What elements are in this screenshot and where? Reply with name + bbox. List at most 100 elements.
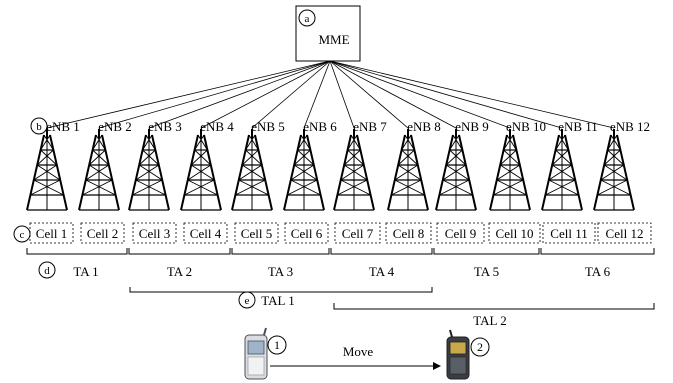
- marker-2: [470, 337, 490, 357]
- mme-link-12: [329, 60, 615, 129]
- cell-label-9: Cell 9: [445, 226, 476, 241]
- cell-label-12: Cell 12: [606, 226, 644, 241]
- ta-bracket-1: [26, 248, 128, 255]
- marker-e: [238, 291, 256, 309]
- enb-tower-icon: [283, 129, 325, 211]
- marker-2-label: 2: [477, 340, 483, 354]
- mme-node: a MME: [295, 5, 361, 62]
- cell-box-4: [183, 222, 228, 244]
- phone-icon: [446, 329, 470, 380]
- mme-link-6: [303, 60, 331, 129]
- marker-c: [13, 225, 31, 243]
- cell-label-6: Cell 6: [291, 226, 323, 241]
- mme-link-1: [46, 60, 331, 129]
- enb-tower-icon: [489, 129, 531, 211]
- enb-tower-icon: [387, 129, 429, 211]
- ta-label-2: TA 2: [167, 264, 192, 279]
- enb-tower-icon: [180, 129, 222, 211]
- enb-tower-icon: [26, 129, 68, 211]
- enb-label-6: eNB 6: [303, 119, 337, 134]
- cell-label-3: Cell 3: [139, 226, 170, 241]
- cell-box-8: [385, 222, 432, 244]
- marker-d-label: d: [44, 265, 50, 277]
- ta-bracket-4: [330, 248, 433, 255]
- cell-label-1: Cell 1: [36, 226, 67, 241]
- enb-label-5: eNB 5: [251, 119, 285, 134]
- cell-label-4: Cell 4: [190, 226, 222, 241]
- enb-tower-icon: [231, 129, 273, 211]
- enb-label-8: eNB 8: [407, 119, 441, 134]
- cell-box-9: [436, 222, 485, 244]
- enb-tower-icon: [128, 129, 170, 211]
- cell-label-8: Cell 8: [393, 226, 424, 241]
- tal-1-bracket: e TAL 1: [129, 287, 433, 309]
- ta-label-5: TA 5: [474, 264, 499, 279]
- ta-label-1: TA 1: [73, 264, 98, 279]
- ta-label-3: TA 3: [268, 264, 293, 279]
- enb-label-4: eNB 4: [200, 119, 234, 134]
- cell-box-5: [234, 222, 279, 244]
- marker-d: [38, 261, 56, 279]
- cell-label-5: Cell 5: [241, 226, 272, 241]
- marker-a: [298, 9, 316, 27]
- ue-movement: 1 Move 2: [244, 327, 490, 380]
- enb-labels: eNB 1 eNB 2 eNB 3 eNB 4 eNB 5 eNB 6 eNB 7 eNB 8…: [46, 119, 650, 134]
- cell-box-3: [132, 222, 177, 244]
- tal-2-bracket: TAL 2: [333, 303, 655, 328]
- cell-label-10: Cell 10: [496, 226, 534, 241]
- marker-e-label: e: [245, 295, 250, 307]
- mme-enb-links: [46, 60, 615, 129]
- cell-box-11: [542, 222, 596, 244]
- marker-b-label: b: [36, 121, 42, 133]
- enb-label-2: eNB 2: [98, 119, 132, 134]
- enb-tower-icon: [593, 129, 635, 211]
- ta-bracket-2: [128, 248, 231, 255]
- enb-label-12: eNB 12: [610, 119, 650, 134]
- tal-1-label: TAL 1: [261, 293, 295, 308]
- cell-box-2: [80, 222, 125, 244]
- mme-label: MME: [318, 32, 349, 47]
- cell-label-7: Cell 7: [342, 226, 374, 241]
- mme-link-11: [329, 60, 563, 129]
- enb-label-9: eNB 9: [455, 119, 489, 134]
- marker-a-label: a: [305, 13, 310, 25]
- ta-bracket-6: [540, 248, 655, 255]
- marker-1: [267, 335, 287, 355]
- mme-link-9: [329, 60, 457, 129]
- enb-towers: [26, 129, 635, 211]
- marker-1-label: 1: [274, 338, 280, 352]
- mme-link-4: [200, 60, 331, 129]
- enb-tower-icon: [78, 129, 120, 211]
- marker-b: [30, 117, 48, 135]
- cell-box-12: [597, 222, 652, 244]
- phone-icon: [244, 327, 268, 380]
- enb-label-7: eNB 7: [353, 119, 387, 134]
- enb-label-11: eNB 11: [558, 119, 598, 134]
- mme-link-8: [329, 60, 409, 129]
- cell-label-2: Cell 2: [87, 226, 118, 241]
- enb-label-3: eNB 3: [148, 119, 182, 134]
- tracking-areas: TA 1 TA 2 TA 3 TA 4 TA 5 TA 6: [26, 248, 655, 279]
- enb-tower-icon: [333, 129, 375, 211]
- move-label: Move: [343, 344, 374, 359]
- mme-link-3: [148, 60, 331, 129]
- ta-label-4: TA 4: [369, 264, 395, 279]
- cell-box-6: [284, 222, 329, 244]
- mme-link-10: [329, 60, 511, 129]
- mme-link-2: [98, 60, 331, 129]
- tal-2-label: TAL 2: [473, 313, 507, 328]
- cell-box-10: [488, 222, 541, 244]
- ta-bracket-3: [231, 248, 330, 255]
- ta-label-6: TA 6: [585, 264, 611, 279]
- enb-tower-icon: [541, 129, 583, 211]
- mme-link-7: [329, 60, 355, 129]
- enb-tower-icon: [435, 129, 477, 211]
- enb-label-10: eNB 10: [506, 119, 546, 134]
- mme-link-5: [251, 60, 331, 129]
- cell-box-7: [334, 222, 381, 244]
- cell-boxes: Cell 1 Cell 2 Cell 3 Cell 4 Cell 5 Cell 6 Cell…: [29, 222, 652, 244]
- ta-bracket-5: [433, 248, 540, 255]
- enb-label-1: eNB 1: [46, 119, 80, 134]
